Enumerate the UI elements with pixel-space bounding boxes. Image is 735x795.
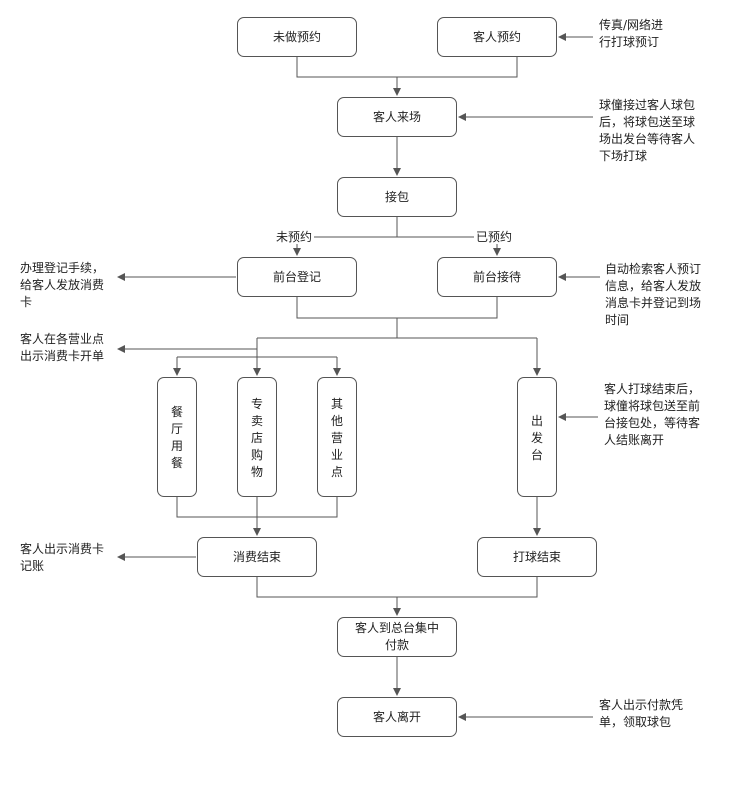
- note-show-card-account: 客人出示消费卡 记账: [20, 542, 105, 573]
- node-other-outlets: 其 他 营 业 点: [317, 377, 357, 497]
- note-auto-search: 自动检索客人预订 信息，给客人发放 消息卡并登记到场 时间: [605, 262, 702, 327]
- note-after-golf: 客人打球结束后， 球僮将球包送至前 台接包处，等待客 人结账离开: [604, 382, 701, 447]
- node-tee-off: 出 发 台: [517, 377, 557, 497]
- note-register-card: 办理登记手续， 给客人发放消费 卡: [20, 261, 105, 309]
- note-show-card-outlets: 客人在各营业点 出示消费卡开单: [20, 332, 105, 363]
- node-front-desk-register: 前台登记: [237, 257, 357, 297]
- node-guest-leaves: 客人离开: [337, 697, 457, 737]
- node-receive-bag: 接包: [337, 177, 457, 217]
- node-central-payment: 客人到总台集中 付款: [337, 617, 457, 657]
- edge-label-not-reserved: 未预约: [274, 230, 315, 244]
- node-guest-reservation: 客人预约: [437, 17, 557, 57]
- note-caddie-bag: 球僮接过客人球包 后，将球包送至球 场出发台等待客人 下场打球: [599, 98, 696, 163]
- note-show-voucher: 客人出示付款凭 单，领取球包: [599, 698, 684, 729]
- node-no-reservation: 未做预约: [237, 17, 357, 57]
- node-front-desk-reception: 前台接待: [437, 257, 557, 297]
- node-consumption-end: 消费结束: [197, 537, 317, 577]
- node-restaurant: 餐 厅 用 餐: [157, 377, 197, 497]
- note-fax-network: 传真/网络进 行打球预订: [599, 18, 664, 49]
- node-guest-arrives: 客人来场: [337, 97, 457, 137]
- node-pro-shop: 专 卖 店 购 物: [237, 377, 277, 497]
- edge-label-reserved: 已预约: [474, 230, 515, 244]
- node-golf-end: 打球结束: [477, 537, 597, 577]
